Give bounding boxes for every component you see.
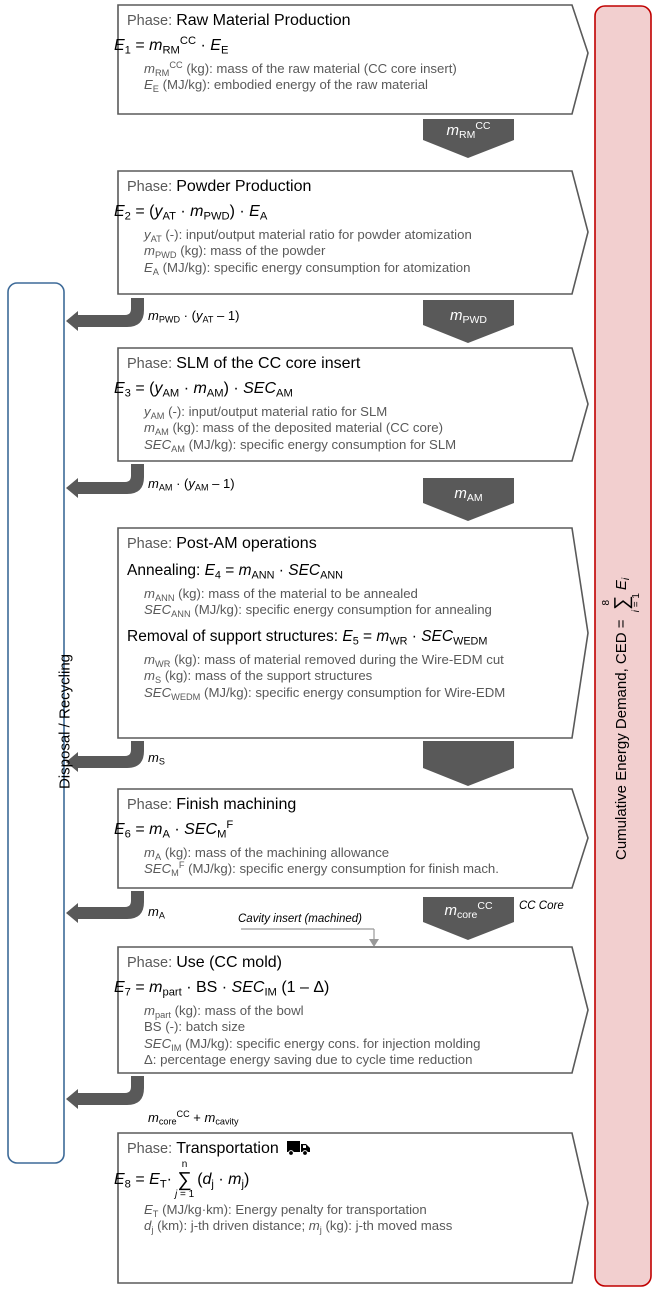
disposal-recycling-box	[7, 282, 65, 1164]
phase-title: Use (CC mold)	[176, 954, 282, 971]
down-arrow-raw-material	[423, 119, 514, 158]
annealing-description: mANN (kg): mass of the material to be an…	[144, 586, 492, 620]
flow-label-raw-material: mRMCC	[446, 120, 491, 142]
removal-description: mWR (kg): mass of material removed durin…	[144, 651, 506, 702]
phase-description: mA (kg): mass of the machining allowance…	[144, 845, 499, 879]
phase-box-transportation	[117, 1132, 589, 1284]
phase-box-slm	[117, 347, 589, 462]
equation-e7: E7 = mpart · BS · SECIM (1 – Δ)	[114, 979, 330, 999]
phase-prefix: Phase:	[127, 356, 173, 372]
phase-prefix: Phase:	[127, 797, 173, 813]
cumulative-energy-box	[594, 5, 652, 1287]
phase-finish-machining: Phase: Finish machining E6 = mA · SECMF …	[114, 796, 499, 879]
equation-e8: E8 = ET·n∑j = 1(dj · mj)	[114, 1159, 250, 1200]
phase-description: yAM (-): input/output material ratio for…	[144, 404, 457, 454]
side-flow-label-finish: mA	[148, 904, 165, 921]
side-flow-label-use: mcoreCC + mcavity	[148, 1109, 239, 1127]
down-arrow-post-am	[423, 741, 514, 786]
phase-box-post-am	[117, 527, 589, 739]
phase-box-finish	[117, 788, 589, 889]
equation-e6: E6 = mA · SECMF	[114, 818, 234, 841]
equation-e4: Annealing: E4 = mANN · SECANN	[127, 562, 344, 582]
phase-box-use	[117, 946, 589, 1074]
side-arrow-use	[66, 1076, 144, 1109]
equation-e1: E1 = mRMCC · EE	[114, 34, 229, 57]
phase-description: mpart (kg): mass of the bowl BS (-): bat…	[144, 1003, 481, 1068]
phase-prefix: Phase:	[127, 13, 173, 29]
phase-post-am: Phase: Post-AM operations Annealing: E4 …	[127, 535, 505, 701]
disposal-recycling-label: Disposal / Recycling	[56, 653, 74, 790]
down-arrow-powder	[423, 300, 514, 343]
phase-powder: Phase: Powder Production E2 = (yAT · mPW…	[114, 178, 472, 277]
phase-prefix: Phase:	[127, 179, 173, 195]
flow-label-slm: mAM	[454, 485, 483, 505]
side-arrow-post-am	[66, 741, 144, 772]
phase-raw-material: Phase: Raw Material Production E1 = mRMC…	[114, 12, 457, 95]
phase-use: Phase: Use (CC mold) E7 = mpart · BS · S…	[114, 954, 481, 1069]
phase-description: ET (MJ/kg·km): Energy penalty for transp…	[144, 1202, 453, 1236]
flow-label-powder: mPWD	[450, 307, 487, 327]
phase-description: mRMCC (kg): mass of the raw material (CC…	[144, 59, 457, 95]
phase-box-powder	[117, 170, 589, 295]
phase-title: Powder Production	[176, 178, 312, 195]
phase-title: Transportation	[176, 1140, 279, 1157]
equation-e2: E2 = (yAT · mPWD) · EA	[114, 203, 268, 223]
truck-icon	[286, 1141, 310, 1156]
side-arrow-slm	[66, 464, 144, 498]
phase-box-raw-material	[117, 4, 589, 115]
down-arrow-slm	[423, 478, 514, 521]
phase-prefix: Phase:	[127, 1141, 173, 1157]
side-arrow-powder	[66, 298, 144, 331]
phase-title: Post-AM operations	[176, 535, 317, 552]
phase-title: SLM of the CC core insert	[176, 355, 361, 372]
cavity-connector-arrowhead	[369, 939, 379, 947]
side-arrow-finish	[66, 891, 144, 923]
side-flow-label-powder: mPWD · (yAT – 1)	[148, 308, 240, 325]
phase-transportation: Phase: Transportation E8 = ET·n∑j = 1(dj…	[114, 1140, 453, 1236]
phase-slm: Phase: SLM of the CC core insert E3 = (y…	[114, 355, 457, 454]
phase-prefix: Phase:	[127, 955, 173, 971]
phase-prefix: Phase:	[127, 536, 173, 552]
equation-e5: Removal of support structures: E5 = mWR …	[127, 627, 488, 648]
down-arrow-finish	[423, 897, 514, 940]
phase-title: Raw Material Production	[176, 12, 351, 29]
phase-title: Finish machining	[176, 796, 297, 813]
phase-description: yAT (-): input/output material ratio for…	[144, 227, 472, 277]
side-flow-label-post-am: mS	[148, 750, 165, 767]
equation-e3: E3 = (yAM · mAM) · SECAM	[114, 380, 293, 400]
flow-label-finish: mcoreCC	[444, 900, 493, 922]
side-flow-label-slm: mAM · (yAM – 1)	[148, 476, 235, 493]
cc-core-note: CC Core	[519, 900, 564, 912]
cavity-insert-note: Cavity insert (machined)	[238, 913, 362, 925]
